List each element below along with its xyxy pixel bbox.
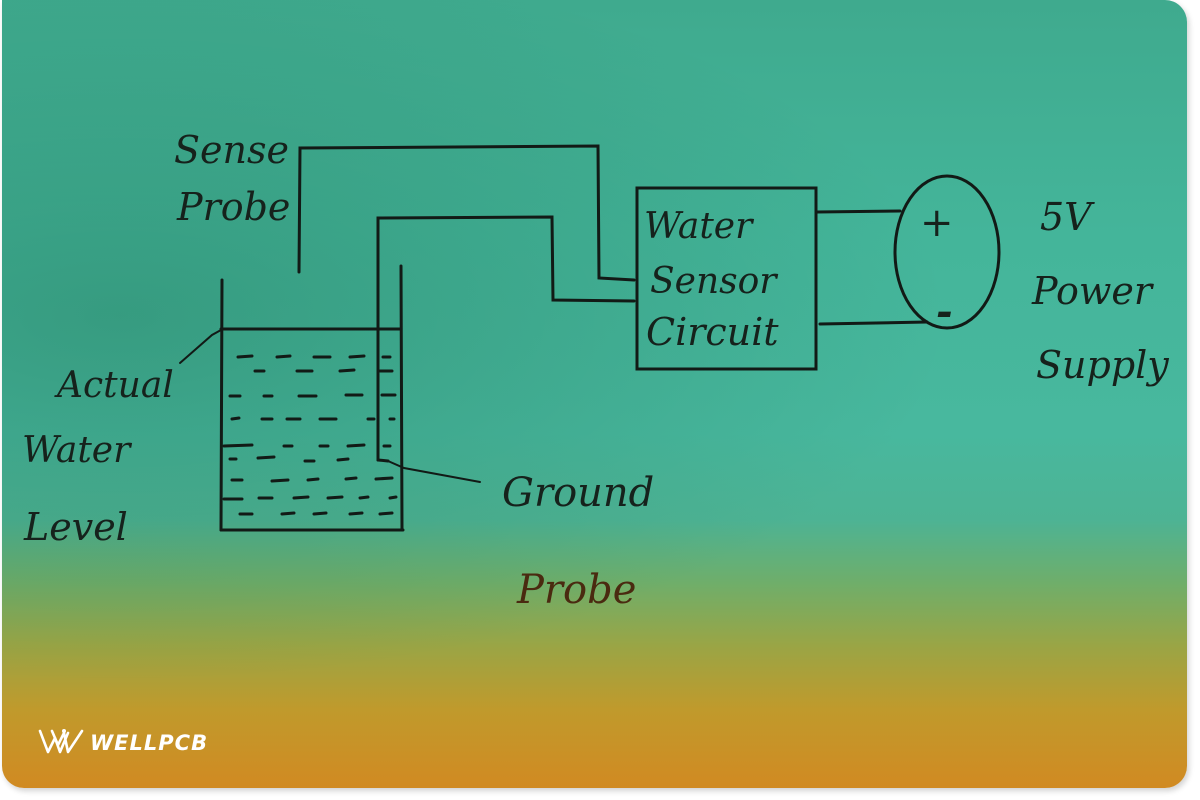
ground-probe-pointer (387, 460, 481, 483)
circuit-label-2: Sensor (650, 261, 778, 302)
water-tank (219, 264, 405, 532)
ground-probe-wire (376, 215, 636, 462)
water-level-label-1: Actual (54, 365, 174, 406)
positive-wire (815, 209, 902, 214)
wellpcb-brand-text: WELLPCB (90, 731, 209, 755)
power-label-2: Power (1031, 269, 1155, 313)
wellpcb-watermark: WELLPCB (38, 728, 208, 758)
power-label-3: Supply (1036, 343, 1169, 387)
sense-probe-wire (297, 144, 636, 282)
circuit-label-3: Circuit (646, 310, 779, 354)
circuit-diagram: Sense Probe Actual Water Level Ground Pr… (22, 128, 1169, 613)
negative-wire (818, 320, 929, 326)
wellpcb-logo-icon (38, 729, 84, 754)
minus-terminal: - (936, 288, 953, 335)
power-supply-symbol (893, 174, 1001, 330)
power-label-1: 5V (1040, 195, 1095, 239)
ground-probe-label-2: Probe (516, 567, 636, 613)
sense-probe-label-1: Sense (174, 128, 289, 172)
ground-probe-label-1: Ground (502, 470, 654, 516)
circuit-label-1: Water (644, 206, 754, 247)
water-sensor-circuit-box (635, 186, 818, 371)
plus-terminal: + (920, 200, 954, 246)
water-level-label-2: Water (22, 430, 132, 471)
diagram-card: Sense Probe Actual Water Level Ground Pr… (2, 0, 1187, 788)
water-level-label-3: Level (23, 505, 128, 549)
water-dashes (222, 354, 398, 516)
sense-probe-label-2: Probe (176, 185, 290, 229)
water-level-pointer (179, 329, 222, 364)
